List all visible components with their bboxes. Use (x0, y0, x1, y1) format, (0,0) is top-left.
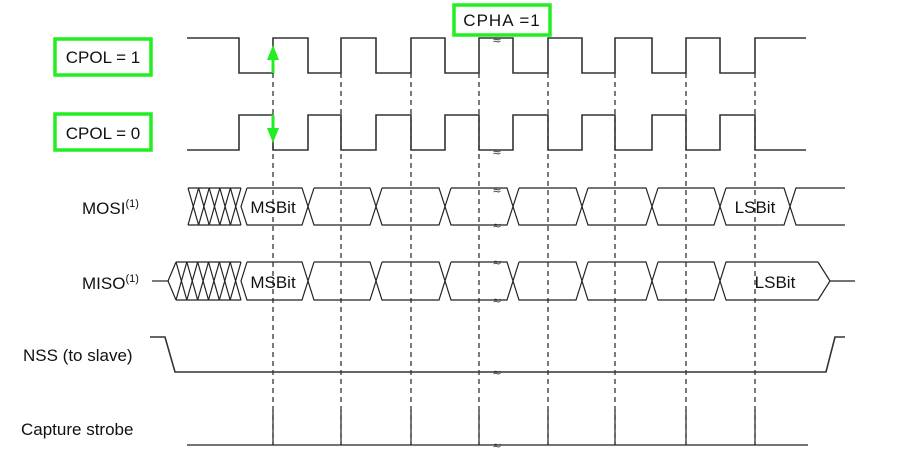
miso-msbit-label: MSBit (250, 273, 296, 292)
capture-strobe-label: Capture strobe (21, 420, 133, 439)
cpol0-label: CPOL = 0 (66, 124, 141, 143)
mosi-lsbit-label: LSBit (735, 198, 776, 217)
capture-reference-lines (272, 73, 756, 445)
data-bit-cell (375, 187, 446, 226)
hatch-line (187, 187, 200, 226)
data-bit-cell (240, 261, 309, 301)
data-bit-cell (789, 187, 845, 226)
data-bit-cell (719, 187, 791, 226)
hatch-line (229, 187, 242, 226)
data-bit-cell (375, 261, 446, 301)
break-mark-icon: ≈ (492, 146, 501, 159)
data-bit-cell (307, 187, 377, 226)
data-bit-cell (512, 187, 583, 226)
rising-edge-arrow-icon (267, 45, 279, 73)
break-mark-icon: ≈ (492, 184, 501, 197)
data-bit-cell (651, 261, 721, 301)
miso-lsbit-label: LSBit (755, 273, 796, 292)
data-bit-cell (651, 187, 721, 226)
hatch-line (186, 261, 199, 301)
hatch-left-cap (167, 261, 177, 301)
data-bit-cell (307, 261, 377, 301)
cpol1-clock-waveform (187, 37, 806, 74)
break-mark-icon: ≈ (492, 439, 501, 452)
break-mark-icon: ≈ (492, 34, 501, 47)
cpha-label: CPHA =1 (463, 11, 540, 30)
hatch-line (197, 261, 210, 301)
hatch-line (175, 261, 188, 301)
hatch-line (208, 187, 221, 226)
cpol0-label-box: CPOL = 0 (53, 112, 153, 152)
miso-label: MISO(1) (82, 273, 139, 293)
mosi-label: MOSI(1) (82, 198, 139, 218)
timeline-break-marks: ≈ ≈ ≈ ≈ ≈ ≈ ≈ ≈ (492, 34, 501, 452)
hatch-line (207, 261, 220, 301)
break-mark-icon: ≈ (492, 256, 501, 269)
break-mark-icon: ≈ (492, 294, 501, 307)
data-bit-cell (581, 187, 653, 226)
break-mark-icon: ≈ (492, 219, 501, 232)
data-bit-cell (444, 261, 514, 301)
nss-waveform (150, 336, 845, 373)
break-mark-icon: ≈ (492, 366, 501, 379)
data-bit-cell (581, 261, 653, 301)
miso-data-waveform (152, 261, 855, 301)
mosi-msbit-label: MSBit (250, 198, 296, 217)
cpol1-label: CPOL = 1 (66, 48, 141, 67)
mosi-data-waveform (187, 187, 845, 226)
falling-edge-arrow-icon (267, 115, 279, 143)
cpol1-label-box: CPOL = 1 (53, 37, 153, 77)
capture-strobe-waveform (187, 410, 808, 446)
nss-label: NSS (to slave) (23, 346, 133, 365)
hatch-line (198, 187, 210, 226)
hatch-line (219, 187, 231, 226)
cpha-label-box: CPHA =1 (452, 3, 552, 37)
hatch-line (218, 261, 231, 301)
hatch-line (229, 261, 242, 301)
data-bit-cell (240, 187, 309, 226)
data-bit-cell (512, 261, 583, 301)
cpol0-clock-waveform (187, 114, 806, 151)
data-bit-cell (444, 187, 514, 226)
